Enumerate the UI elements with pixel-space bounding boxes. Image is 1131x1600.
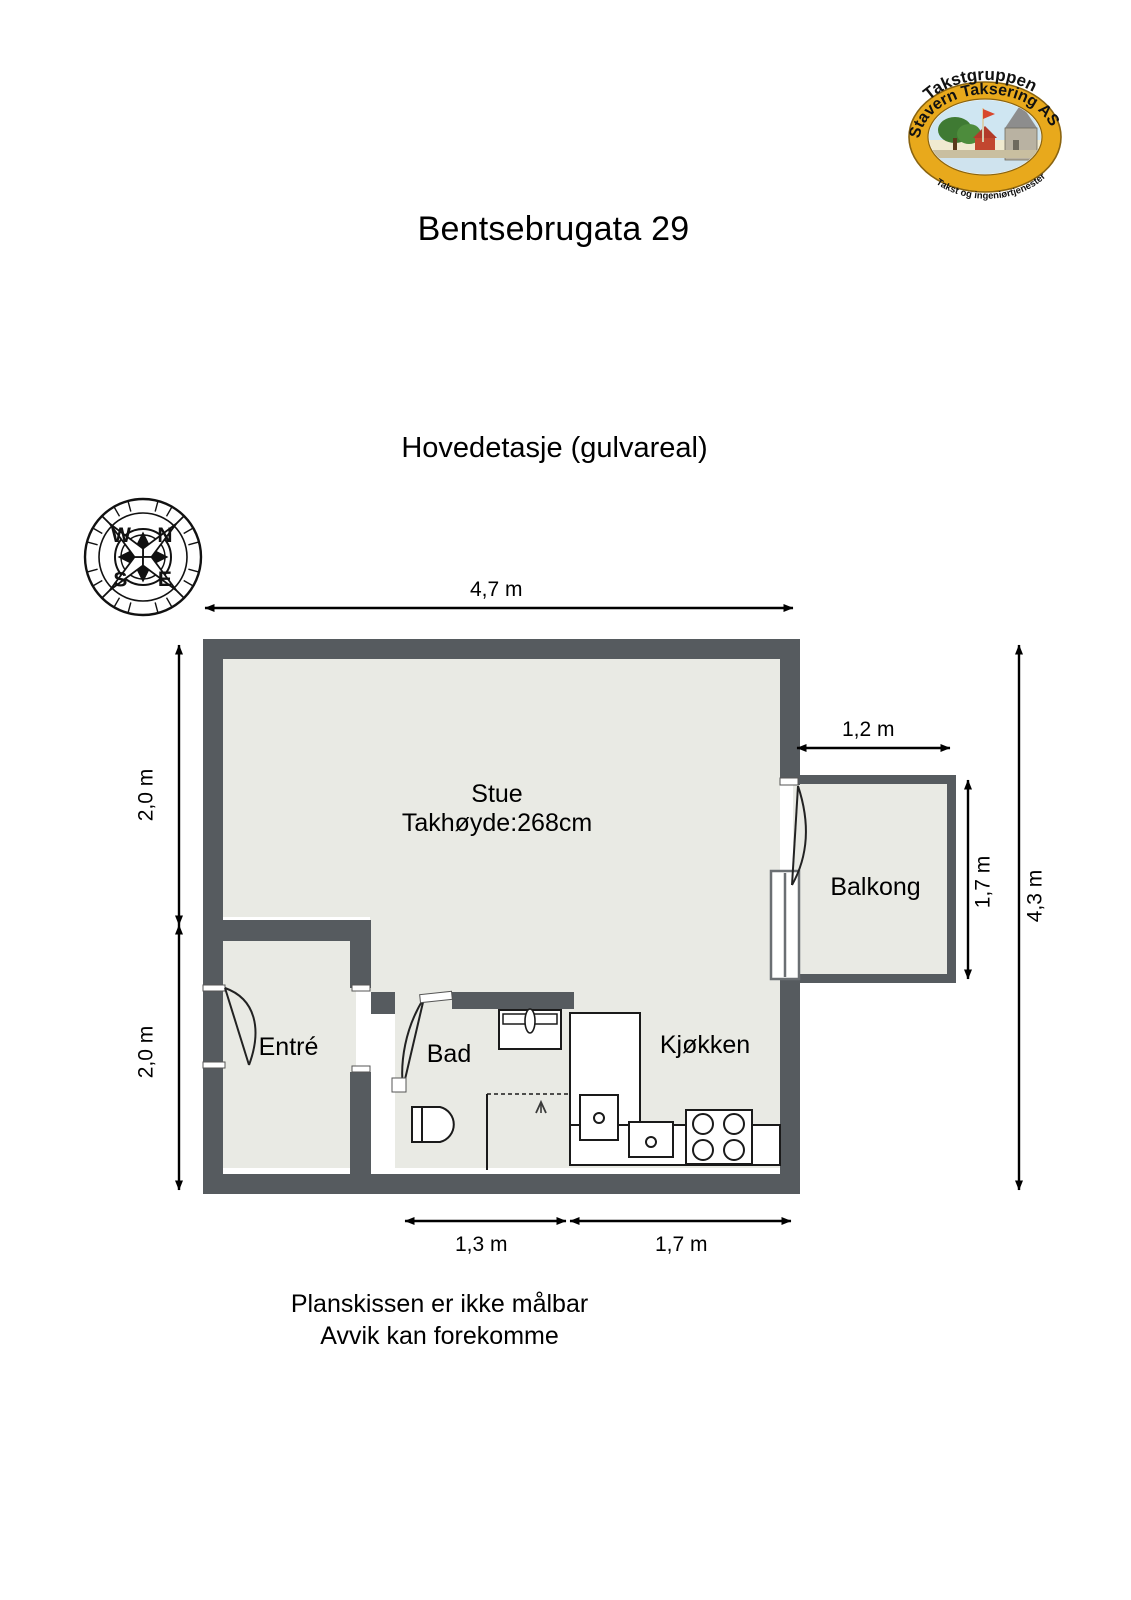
compass-east-label: E (158, 568, 172, 591)
dim-label-top-width: 4,7 m (470, 578, 523, 601)
page-title: Bentsebrugata 29 (417, 210, 690, 248)
compass-north-label: N (157, 524, 172, 547)
dim-label-right-height: 4,3 m (1023, 869, 1047, 923)
dim-label-bottom-left: 1,3 m (455, 1233, 508, 1256)
room-name-stue: Stue (471, 780, 523, 808)
kitchen-sink-lower (628, 1121, 674, 1158)
sink-fixture (498, 1008, 562, 1050)
kitchen-sink-upper (579, 1094, 619, 1141)
floor-drain-icon (535, 1099, 547, 1114)
room-label-stue: Stue Takhøyde:268cm (357, 780, 637, 838)
bathroom-fixtures (411, 1008, 569, 1170)
footer-disclaimer: Planskissen er ikke målbar Avvik kan for… (0, 1288, 1005, 1352)
compass-south-label: S (113, 569, 127, 592)
room-label-balkong: Balkong (830, 873, 921, 901)
dim-label-balcony-width: 1,2 m (842, 718, 895, 741)
dim-label-left-lower: 2,0 m (134, 1025, 158, 1079)
room-label-kjokken: Kjøkken (659, 1031, 751, 1059)
footer-line-2: Avvik kan forekomme (320, 1322, 559, 1350)
toilet-fixture (411, 1106, 455, 1143)
dimension-lines (175, 604, 1023, 1225)
company-logo: Takstgruppen Stavern Taksering AS Takst … (893, 52, 1078, 204)
footer-line-1: Planskissen er ikke målbar (290, 1290, 589, 1318)
compass-rose-icon: N E S W (78, 492, 208, 622)
compass-west-label: W (111, 524, 131, 547)
room-label-bad: Bad (426, 1040, 472, 1068)
stove-cooktop (685, 1109, 753, 1165)
dim-label-bottom-right: 1,7 m (655, 1233, 708, 1256)
dim-label-left-upper: 2,0 m (134, 768, 158, 822)
room-detail-stue: Takhøyde:268cm (401, 809, 593, 837)
door-balcony-swing (779, 777, 807, 886)
shower-zone (486, 1093, 569, 1170)
floor-title: Hovedetasje (gulvareal) (401, 432, 708, 464)
room-label-entre: Entré (258, 1033, 319, 1061)
dim-label-balcony-height: 1,7 m (971, 855, 995, 909)
